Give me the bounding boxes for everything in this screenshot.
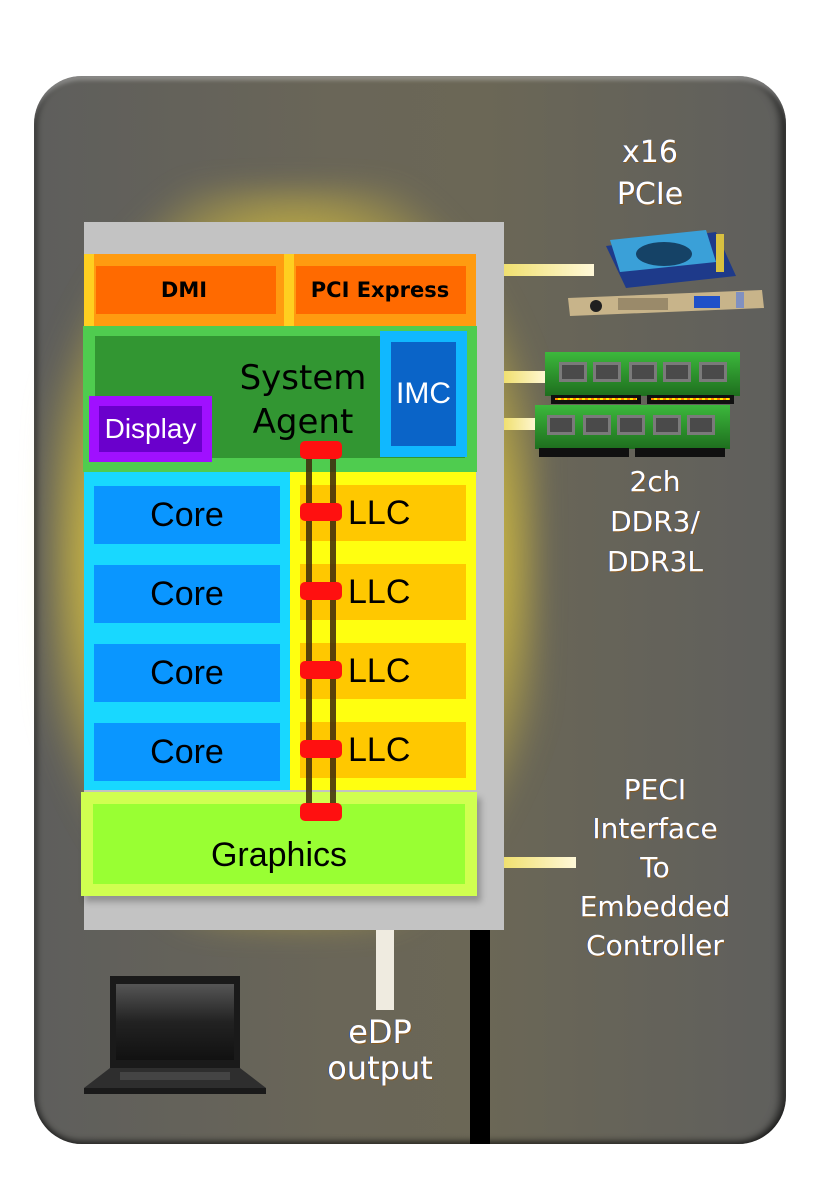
ring-stop-llc xyxy=(300,740,342,758)
display-label: Display xyxy=(104,413,197,444)
memory-label-line: 2ch xyxy=(629,465,681,498)
core-block: Core xyxy=(94,723,280,781)
peci-label-line: Embedded xyxy=(579,890,731,923)
ring-stop-graphics xyxy=(300,803,342,821)
peci-label-line: To xyxy=(640,851,670,884)
imc-block: IMC xyxy=(380,331,467,457)
cores-column: Core Core Core Core xyxy=(84,472,290,790)
laptop-icon xyxy=(84,976,266,1094)
llc-column: LLC LLC LLC LLC xyxy=(290,472,476,790)
display-block: Display xyxy=(89,396,212,462)
graphics-block: Graphics xyxy=(81,792,477,896)
memory-channel-2-link xyxy=(504,418,538,430)
memory-label-line: DDR3L xyxy=(607,545,703,578)
pci-express-label: PCI Express xyxy=(310,278,450,302)
edp-label-line: eDP xyxy=(348,1013,412,1051)
system-agent-label-line1: System xyxy=(239,358,367,398)
pci-express-block: PCI Express xyxy=(284,254,476,326)
memory-module-icon xyxy=(535,405,730,457)
ring-stop-llc xyxy=(300,661,342,679)
edp-label-line: output xyxy=(327,1049,433,1087)
system-agent-label: System Agent xyxy=(203,356,403,444)
pcie-link xyxy=(504,264,594,276)
graphics-card-icon xyxy=(568,230,764,316)
peci-link xyxy=(504,857,576,868)
core-block: Core xyxy=(94,644,280,702)
llc-block: LLC xyxy=(300,564,466,620)
peci-label: PECI Interface To Embedded Controller xyxy=(540,770,770,965)
edp-link xyxy=(376,930,394,1010)
memory-module-icon xyxy=(545,352,740,404)
peci-label-line: PECI xyxy=(623,773,687,806)
divider-bar xyxy=(470,930,490,1144)
pcie-label-line: x16 xyxy=(622,135,678,170)
core-block: Core xyxy=(94,565,280,623)
ring-stop-llc xyxy=(300,582,342,600)
memory-label-line: DDR3/ xyxy=(610,505,700,538)
dmi-block: DMI xyxy=(84,254,284,326)
edp-label: eDP output xyxy=(300,1014,460,1086)
graphics-label: Graphics xyxy=(210,835,348,874)
memory-channel-1-link xyxy=(504,371,548,383)
memory-label: 2ch DDR3/ DDR3L xyxy=(560,462,750,582)
ring-stop-llc xyxy=(300,503,342,521)
dmi-label: DMI xyxy=(160,278,208,302)
peci-label-line: Controller xyxy=(586,929,724,962)
imc-label: IMC xyxy=(396,377,451,410)
core-block: Core xyxy=(94,486,280,544)
peci-label-line: Interface xyxy=(592,812,718,845)
pcie-label: x16 PCIe xyxy=(570,132,730,216)
system-agent-label-line2: Agent xyxy=(252,402,354,442)
pcie-label-line: PCIe xyxy=(616,177,684,212)
ring-stop-system-agent xyxy=(300,441,342,459)
